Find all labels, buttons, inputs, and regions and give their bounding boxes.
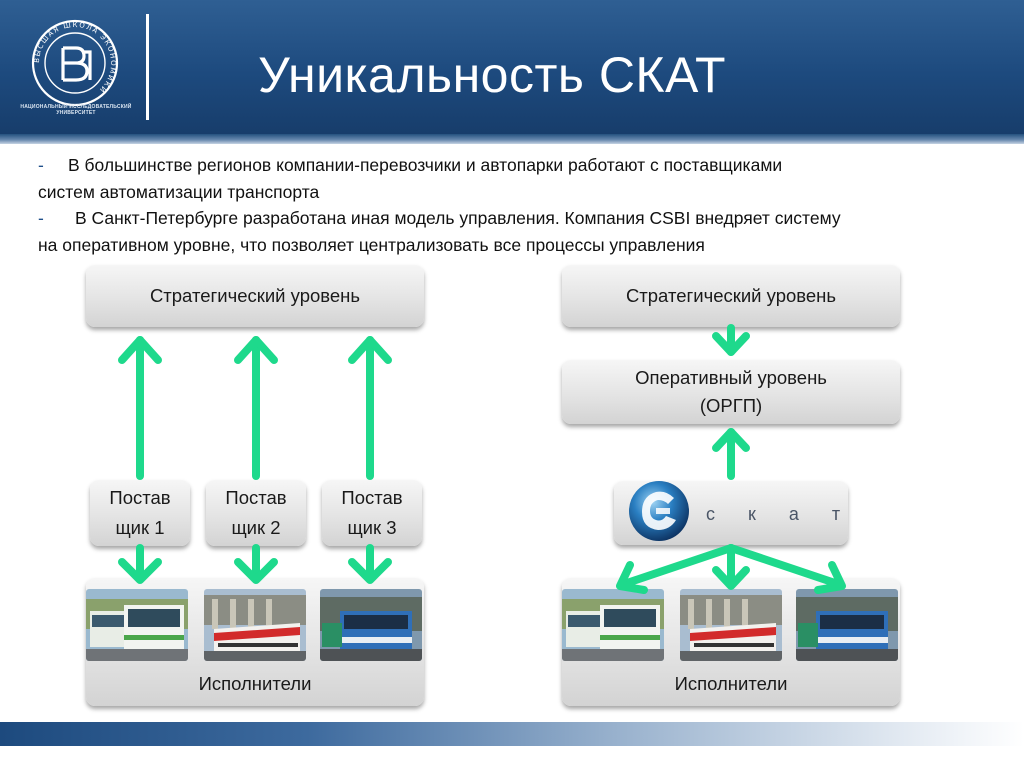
supplier-3-line-1: Постав (341, 487, 403, 508)
left-strategic-label: Стратегический уровень (149, 285, 361, 306)
intro-text: - В большинстве регионов компании-перевоз… (38, 152, 998, 258)
supplier-box-2: Постав щик 2 (206, 480, 306, 546)
supplier-3-line-2: щик 3 (347, 517, 397, 538)
trolleybus-photo-right (796, 589, 898, 661)
supplier-box-1: Постав щик 1 (90, 480, 190, 546)
tram-photo-right (680, 589, 782, 661)
header-bar (0, 0, 1024, 134)
header-divider (146, 14, 149, 120)
bullet-1: - В большинстве регионов компании-перевоз… (38, 152, 998, 179)
bullet-1-line-1: В большинстве регионов компании-перевозч… (68, 155, 783, 175)
operational-line-1: Оперативный уровень (635, 367, 827, 388)
left-strategic-level-box: Стратегический уровень (86, 265, 424, 327)
operational-level-box: Оперативный уровень (ОРГП) (562, 360, 900, 424)
hse-logo: ВЫСШАЯ ШКОЛА ЭКОНОМИКИ (31, 19, 119, 107)
right-arrow-skat-to-operational (712, 428, 750, 480)
bullet-2-line-2: на оперативном уровне, что позволяет цен… (38, 234, 705, 255)
bus-photo (86, 589, 188, 661)
header-rule (0, 134, 1024, 144)
bus-photo-right (562, 589, 664, 661)
supplier-2-line-2: щик 2 (231, 517, 281, 538)
bullet-2: - В Санкт-Петербурге разработана иная мод… (38, 205, 998, 232)
left-executors-label: Исполнители (198, 673, 312, 694)
right-strategic-level-box: Стратегический уровень (562, 265, 900, 327)
tram-photo (204, 589, 306, 661)
bullet-dash: - (38, 208, 44, 228)
supplier-1-line-2: щик 1 (115, 517, 165, 538)
logo-caption: НАЦИОНАЛЬНЫЙ ИССЛЕДОВАТЕЛЬСКИЙ УНИВЕРСИТ… (20, 104, 132, 116)
bullet-2-line-1: В Санкт-Петербурге разработана иная моде… (75, 208, 841, 228)
bullet-1-line-2: систем автоматизации транспорта (38, 181, 320, 202)
supplier-box-3: Постав щик 3 (322, 480, 422, 546)
skat-logo-icon (629, 481, 689, 541)
skat-word: с к а т (706, 504, 855, 524)
right-strategic-label: Стратегический уровень (625, 285, 837, 306)
supplier-2-line-1: Постав (225, 487, 287, 508)
trolleybus-photo (320, 589, 422, 661)
right-executors-label: Исполнители (674, 673, 788, 694)
supplier-1-line-1: Постав (109, 487, 171, 508)
operational-line-2: (ОРГП) (699, 395, 763, 416)
bullet-dash: - (38, 155, 44, 175)
page-title: Уникальность СКАТ (258, 47, 727, 103)
right-arrow-strategic-to-operational (712, 324, 750, 356)
footer-bar (0, 722, 1024, 746)
